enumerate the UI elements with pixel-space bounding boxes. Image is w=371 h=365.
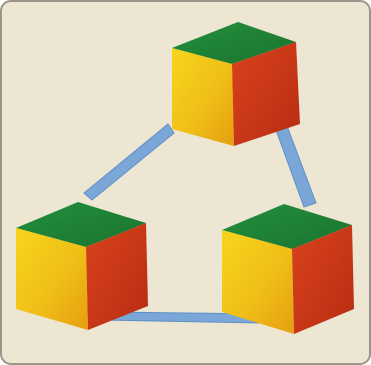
cube-bottom-right: [222, 204, 354, 334]
cube-top-face-front: [172, 48, 234, 146]
cube-top: [172, 22, 300, 146]
cube-bottom-left: [16, 202, 148, 330]
